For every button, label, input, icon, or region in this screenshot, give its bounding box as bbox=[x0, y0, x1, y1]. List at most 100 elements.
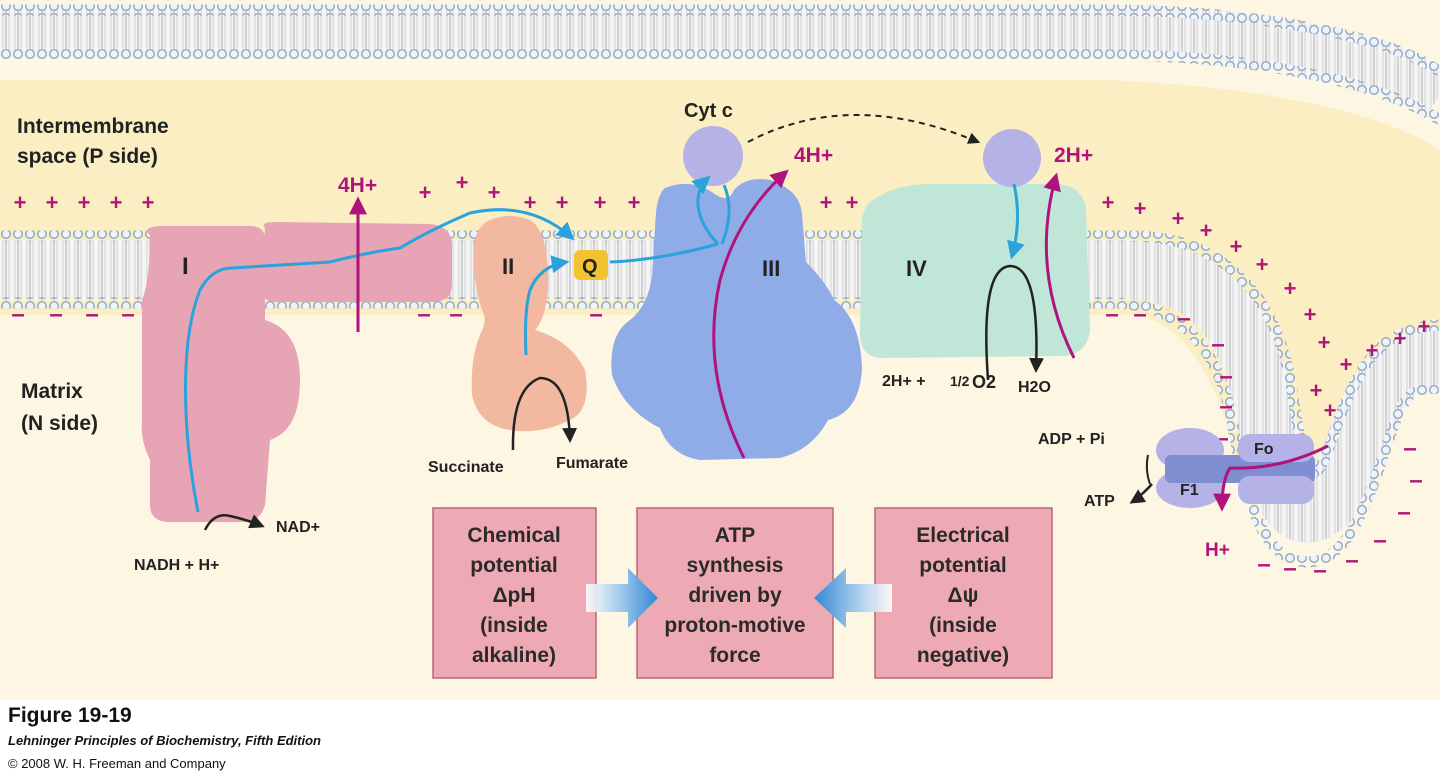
minus-sign: – bbox=[417, 301, 430, 328]
minus-sign: – bbox=[449, 301, 462, 328]
plus-sign: + bbox=[14, 190, 27, 215]
complex-2: II bbox=[471, 216, 587, 432]
plus-sign: + bbox=[1310, 378, 1323, 403]
nad-label: NAD+ bbox=[276, 519, 320, 536]
plus-sign: + bbox=[1256, 252, 1269, 277]
plus-sign: + bbox=[1324, 398, 1337, 423]
plus-sign: + bbox=[46, 190, 59, 215]
water-label: H2O bbox=[1018, 379, 1051, 396]
minus-sign: – bbox=[1373, 527, 1386, 554]
plus-sign: + bbox=[1394, 326, 1407, 351]
minus-sign: – bbox=[1397, 499, 1410, 526]
minus-sign: – bbox=[49, 301, 62, 328]
complex-3-label: III bbox=[762, 256, 780, 281]
reaction-arrows bbox=[203, 264, 1153, 531]
plus-sign: + bbox=[1284, 276, 1297, 301]
minus-sign: – bbox=[1133, 301, 1146, 328]
protons-complex-3: 4H+ bbox=[794, 144, 833, 167]
minus-sign: – bbox=[11, 301, 24, 328]
book-title: Lehninger Principles of Biochemistry, Fi… bbox=[8, 733, 321, 748]
minus-sign: – bbox=[121, 301, 134, 328]
plus-sign: + bbox=[1318, 330, 1331, 355]
box-2-line-4: negative) bbox=[917, 644, 1009, 667]
oxygen-label: O2 bbox=[972, 372, 996, 392]
plus-sign: + bbox=[594, 190, 607, 215]
box-1-line-4: force bbox=[709, 644, 760, 667]
plus-sign: + bbox=[456, 170, 469, 195]
plus-sign: + bbox=[1304, 302, 1317, 327]
plus-sign: + bbox=[556, 190, 569, 215]
matrix-label-2: (N side) bbox=[21, 412, 98, 435]
minus-sign: – bbox=[1105, 301, 1118, 328]
oxygen-fraction: 1/2 bbox=[950, 373, 970, 389]
minus-sign: – bbox=[1177, 305, 1190, 332]
fo-label: Fo bbox=[1254, 441, 1274, 458]
intermembrane-label-1: Intermembrane bbox=[17, 115, 169, 138]
cyt-c-transfer-arrow bbox=[747, 114, 981, 144]
cytochrome-c-2 bbox=[983, 129, 1041, 187]
box-2-line-3: (inside bbox=[929, 614, 997, 637]
box-2-line-1: potential bbox=[919, 554, 1007, 577]
minus-sign: – bbox=[1345, 547, 1358, 574]
plus-sign: + bbox=[1102, 190, 1115, 215]
matrix-label-1: Matrix bbox=[21, 380, 83, 403]
plus-sign: + bbox=[1418, 314, 1431, 339]
positive-charge-signs: +++++++++++++++++++++++++++++ bbox=[14, 170, 1431, 423]
box-1-line-2: driven by bbox=[688, 584, 782, 607]
complex-2-label: II bbox=[502, 254, 514, 279]
arrow-chemical-to-atp bbox=[586, 568, 658, 628]
minus-sign: – bbox=[1313, 557, 1326, 584]
plus-sign: + bbox=[846, 190, 859, 215]
plus-sign: + bbox=[142, 190, 155, 215]
nadh-label: NADH + H+ bbox=[134, 557, 219, 574]
adp-label: ADP + Pi bbox=[1038, 431, 1105, 448]
ubiquinone-q: Q bbox=[574, 250, 608, 280]
complex-3: III bbox=[611, 126, 862, 460]
oxygen-reaction-left: 2H+ + bbox=[882, 373, 926, 390]
cytochrome-c-1 bbox=[683, 126, 743, 186]
plus-sign: + bbox=[1172, 206, 1185, 231]
box-0-line-1: potential bbox=[470, 554, 558, 577]
minus-sign: – bbox=[1257, 551, 1270, 578]
q-label: Q bbox=[582, 256, 598, 278]
figure-number: Figure 19-19 bbox=[8, 704, 132, 727]
plus-sign: + bbox=[78, 190, 91, 215]
minus-sign: – bbox=[85, 301, 98, 328]
plus-sign: + bbox=[820, 190, 833, 215]
succinate-label: Succinate bbox=[428, 459, 504, 476]
plus-sign: + bbox=[488, 180, 501, 205]
plus-sign: + bbox=[524, 190, 537, 215]
proton-flow-arrows bbox=[349, 169, 1329, 512]
fumarate-label: Fumarate bbox=[556, 455, 628, 472]
box-0-line-4: alkaline) bbox=[472, 644, 556, 667]
minus-sign: – bbox=[1409, 467, 1422, 494]
f1-label: F1 bbox=[1180, 482, 1199, 499]
protons-atp-synthase: H+ bbox=[1205, 540, 1230, 561]
minus-sign: – bbox=[1219, 363, 1232, 390]
plus-sign: + bbox=[419, 180, 432, 205]
cyt-c-label: Cyt c bbox=[684, 100, 733, 122]
intermembrane-label-2: space (P side) bbox=[17, 145, 158, 168]
electron-flow-arrows bbox=[184, 175, 1025, 513]
box-1-line-0: ATP bbox=[715, 524, 755, 547]
complex-1-label: I bbox=[182, 253, 189, 280]
minus-sign: – bbox=[1211, 331, 1224, 358]
minus-sign: – bbox=[589, 301, 602, 328]
plus-sign: + bbox=[1340, 352, 1353, 377]
minus-sign: – bbox=[1403, 435, 1416, 462]
plus-sign: + bbox=[1230, 234, 1243, 259]
box-2-line-0: Electrical bbox=[916, 524, 1009, 547]
box-1-line-3: proton-motive bbox=[664, 614, 805, 637]
protons-complex-4: 2H+ bbox=[1054, 144, 1093, 167]
protons-complex-1: 4H+ bbox=[338, 174, 377, 197]
complex-4-label: IV bbox=[906, 256, 927, 281]
arrow-electrical-to-atp bbox=[814, 568, 892, 628]
box-0-line-3: (inside bbox=[480, 614, 548, 637]
box-2-line-2: Δψ bbox=[948, 584, 979, 607]
plus-sign: + bbox=[628, 190, 641, 215]
box-0-line-2: ΔpH bbox=[492, 584, 535, 607]
